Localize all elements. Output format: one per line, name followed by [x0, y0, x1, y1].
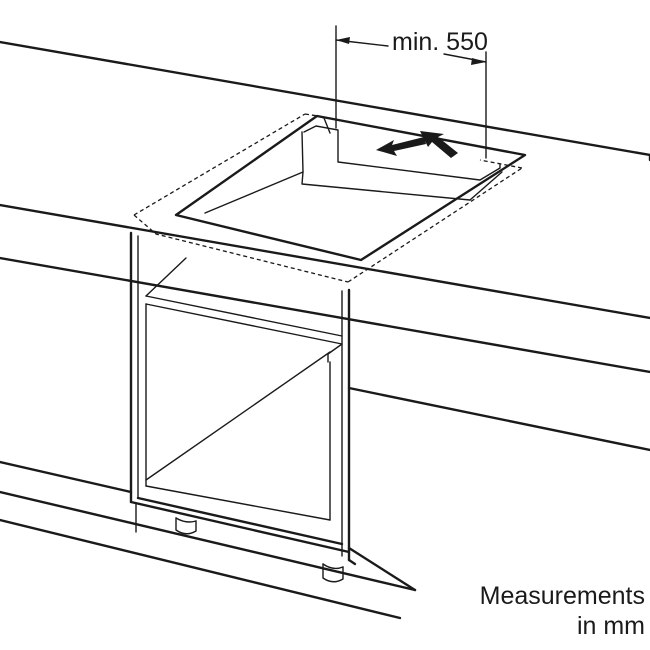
dimension-arrow-left [336, 37, 350, 44]
countertop-cutout [174, 114, 527, 262]
countertop-front-edge-top [0, 203, 650, 320]
cutout-inner-floor-edge [301, 171, 471, 201]
floor-plinth [0, 460, 417, 620]
countertop-front-edge-bottom [0, 256, 650, 374]
dashed-top-edge [304, 113, 319, 117]
dashed-front-edge [133, 214, 349, 283]
plinth-right-stub [347, 558, 357, 566]
cabinet-floor-back [145, 485, 331, 521]
adjacent-cabinet [347, 386, 650, 452]
dashed-back-right [479, 159, 523, 169]
cabinet-foot-right-top [322, 563, 344, 570]
cutout-corner-detail [316, 115, 331, 134]
countertop-back-edge [0, 40, 650, 157]
airflow-arrow-in-icon [376, 137, 426, 156]
floor-line [0, 518, 402, 620]
dashed-right-edge [347, 167, 523, 283]
base-cabinet [129, 231, 351, 562]
cabinet-bottom-top [136, 496, 344, 546]
cutout-inner-left-wall [204, 131, 304, 214]
airflow-arrows [376, 131, 458, 158]
adjacent-cabinet-line [347, 386, 650, 452]
dimension-arrow-right [471, 58, 486, 65]
cabinet-foot-left [175, 517, 197, 535]
cabinet-foot-right [322, 563, 344, 583]
cabinet-bottom-front [129, 500, 351, 554]
cutout-inner-back-wall [303, 125, 501, 181]
dimension-min-550: min. 550 [335, 25, 488, 159]
hob-footprint-dashed [133, 113, 523, 283]
airflow-arrow-out-icon [420, 131, 458, 158]
dimension-label: min. 550 [392, 28, 488, 56]
cutout-outline [174, 114, 527, 262]
cabinet-inner-back-diagonal [145, 351, 331, 481]
note-line-2: in mm [577, 612, 645, 640]
cabinet-shelf-right-joint [327, 343, 343, 363]
plinth-bottom [0, 490, 417, 592]
countertop [0, 40, 650, 374]
measurement-note: Measurements in mm [480, 582, 645, 640]
dashed-left-edge [133, 113, 306, 216]
plinth-right-edge [347, 546, 417, 592]
plinth-top-left [0, 460, 133, 494]
cutout-inner-right-edge [469, 171, 503, 201]
cabinet-feet [175, 517, 344, 583]
note-line-1: Measurements [480, 582, 645, 610]
cabinet-shelf-front-top [145, 295, 343, 337]
cabinet-shelf-front-bottom [145, 303, 343, 345]
cabinet-foot-left-top [175, 517, 197, 523]
cabinet-top-shelf-left [145, 257, 187, 297]
